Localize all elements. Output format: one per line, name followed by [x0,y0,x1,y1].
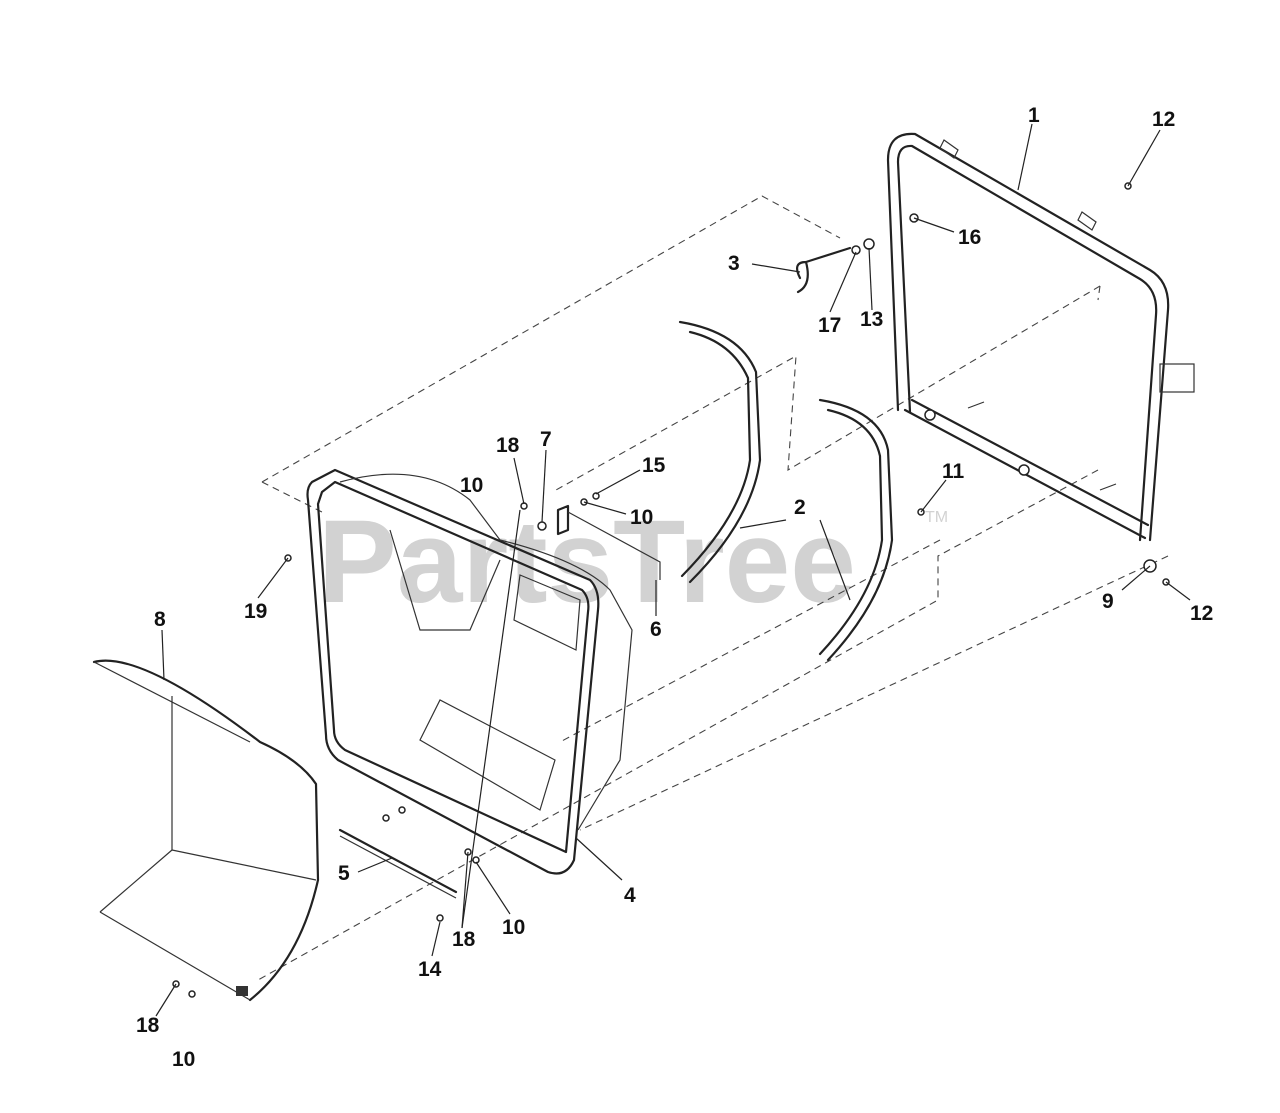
callout-11[interactable]: 11 [942,460,965,483]
callout-10-lower[interactable]: 10 [502,916,525,939]
bag-frame [306,468,633,875]
callout-8[interactable]: 8 [154,608,166,631]
callout-14[interactable]: 14 [418,958,442,981]
bottom-rod [338,828,458,899]
callout-5[interactable]: 5 [338,862,350,885]
callout-16[interactable]: 16 [958,226,981,249]
watermark-trademark: TM [925,509,948,526]
callout-6[interactable]: 6 [650,618,662,641]
callout-19[interactable]: 19 [244,600,267,623]
callout-10-upper-left[interactable]: 10 [460,474,483,497]
callout-1[interactable]: 1 [1028,104,1040,127]
callout-3[interactable]: 3 [728,252,740,275]
callout-18-top[interactable]: 18 [496,434,520,457]
callout-10-bottom[interactable]: 10 [172,1048,195,1071]
callout-18-bottom[interactable]: 18 [136,1014,160,1037]
callout-labels: 1 12 16 3 17 13 18 7 15 10 10 2 11 19 6 … [136,104,1213,1071]
callout-12-bottom[interactable]: 12 [1190,602,1213,625]
callout-15[interactable]: 15 [642,454,666,477]
assembly-outline [257,195,1169,981]
leader-lines [155,123,1191,1017]
callout-2[interactable]: 2 [794,496,806,519]
callout-12-top[interactable]: 12 [1152,108,1175,131]
callout-10-upper-right[interactable]: 10 [630,506,653,529]
callout-18-lower[interactable]: 18 [452,928,476,951]
watermark-text: PartsTree [318,496,856,628]
hook-bracket [795,213,919,294]
callout-13[interactable]: 13 [860,308,883,331]
callout-9[interactable]: 9 [1102,590,1114,613]
handle-frame [886,132,1195,542]
bag-cover [92,659,320,1002]
support-arms [678,320,894,662]
callout-17[interactable]: 17 [818,314,841,337]
latch-bracket [556,504,661,580]
callout-4[interactable]: 4 [624,884,636,907]
callout-7[interactable]: 7 [540,428,552,451]
